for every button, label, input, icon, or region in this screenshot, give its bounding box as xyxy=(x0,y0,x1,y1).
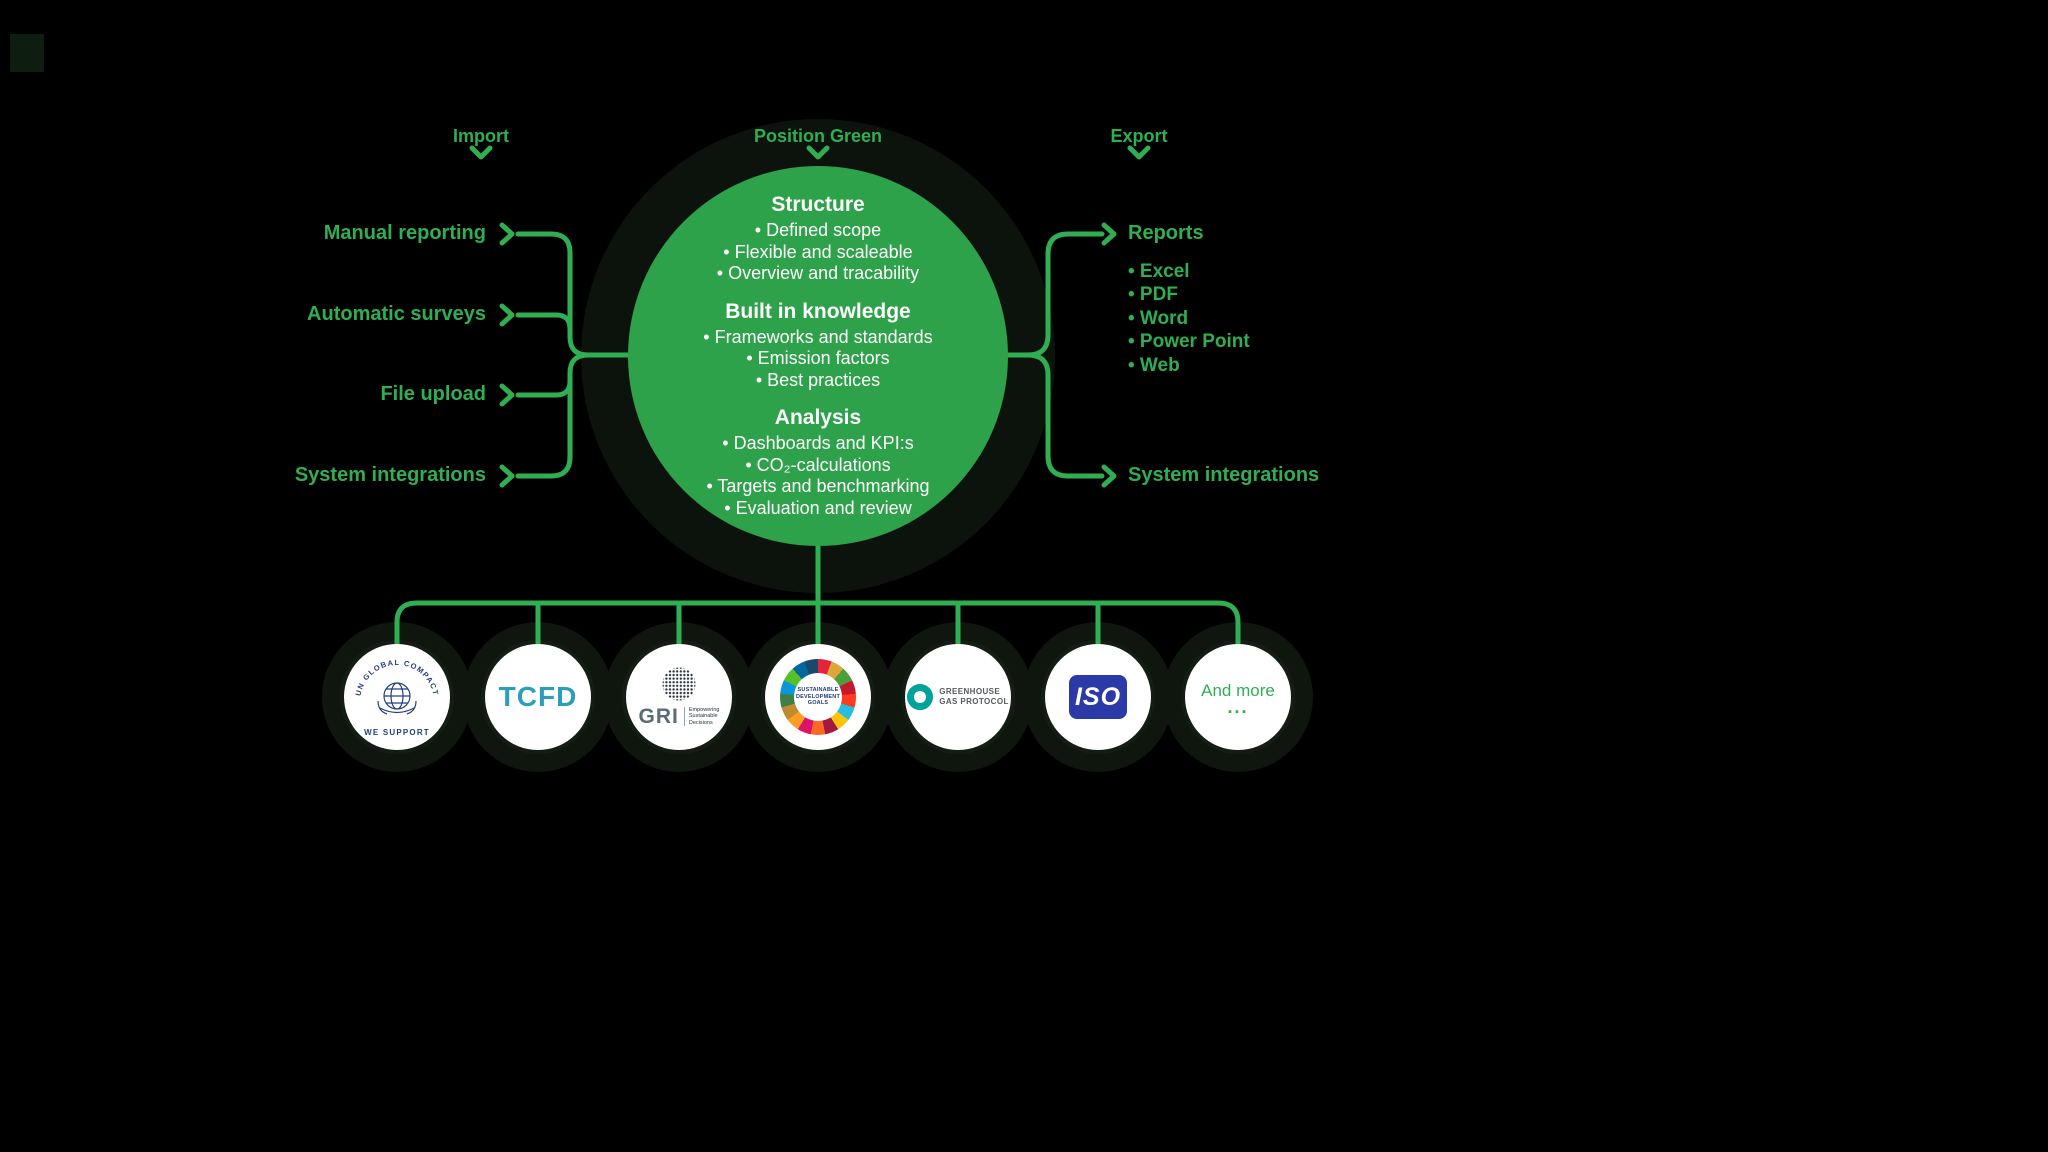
section-bullet: • Evaluation and review xyxy=(724,497,912,518)
partner-and-more: And more ... xyxy=(1185,644,1291,750)
section-bullet: • Defined scope xyxy=(754,220,882,240)
import-connector xyxy=(515,231,645,358)
section-title: Structure xyxy=(771,193,865,216)
and-more-text: And more xyxy=(1201,681,1275,700)
section-bullet: • Emission factors xyxy=(746,348,890,368)
partners-connector xyxy=(394,600,1241,648)
import-connector xyxy=(515,378,573,398)
ghg-line: GREENHOUSE xyxy=(939,687,1001,696)
gri-logo-text: GRI xyxy=(638,704,679,728)
export-item-system-integrations: System integrations xyxy=(1128,464,1320,486)
sdg-center-text: GOALS xyxy=(807,700,829,707)
export-item-reports: Reports xyxy=(1128,222,1204,244)
svg-text:UN GLOBAL COMPACT: UN GLOBAL COMPACT xyxy=(354,658,441,697)
import-item-system-integrations: System integrations xyxy=(294,464,486,486)
section-bullet: • CO₂-calculations xyxy=(745,454,891,475)
import-item-file-upload: File upload xyxy=(380,383,486,405)
position-green-label: Position Green xyxy=(753,126,883,146)
partner-iso: ISO xyxy=(1045,644,1151,750)
section-bullet: • Overview and tracability xyxy=(716,263,920,283)
export-format: • PDF xyxy=(1128,284,1178,306)
tcfd-logo-text: TCFD xyxy=(498,681,578,712)
iso-badge: ISO xyxy=(1069,675,1127,719)
export-format: • Word xyxy=(1128,307,1189,329)
section-analysis: Analysis • Dashboards and KPI:s • CO₂-ca… xyxy=(706,406,929,519)
import-chevron-icon xyxy=(469,145,493,160)
export-label: Export xyxy=(1110,126,1168,146)
arrow-right-icon xyxy=(499,464,515,488)
import-label: Import xyxy=(453,126,509,146)
arrow-right-icon xyxy=(1101,222,1117,246)
export-format: • Excel xyxy=(1128,261,1190,282)
section-bullet: • Frameworks and standards xyxy=(703,326,933,347)
import-item-automatic-surveys: Automatic surveys xyxy=(307,303,486,325)
export-chevron-icon xyxy=(1127,145,1151,160)
platform-circle: Structure • Defined scope • Flexible and… xyxy=(628,166,1008,546)
partner-un-global-compact: UN GLOBAL COMPACT WE SUPPORT xyxy=(344,644,450,750)
iso-logo-text: ISO xyxy=(1074,682,1122,711)
export-format: • Power Point xyxy=(1128,331,1250,353)
section-built-in-knowledge: Built in knowledge • Frameworks and stan… xyxy=(703,300,932,392)
partner-tcfd: TCFD xyxy=(485,644,591,750)
gri-tagline-line: Decisions xyxy=(688,719,713,726)
partner-gri: GRI Empowering Sustainable Decisions xyxy=(626,644,732,750)
arrow-right-icon xyxy=(1101,464,1117,488)
section-title: Analysis xyxy=(774,406,862,429)
partner-ghg-protocol: GREENHOUSE GAS PROTOCOL xyxy=(905,644,1011,750)
section-bullet: • Targets and benchmarking xyxy=(706,476,930,496)
export-connector xyxy=(997,231,1105,358)
un-bottom-text: WE SUPPORT xyxy=(364,728,430,737)
gri-tagline-line: Sustainable xyxy=(688,713,718,720)
export-format: • Web xyxy=(1128,354,1180,376)
arrow-right-icon xyxy=(499,222,515,246)
import-connector xyxy=(515,312,573,332)
un-global-compact-icon: UN GLOBAL COMPACT WE SUPPORT xyxy=(354,658,441,737)
import-item-manual-reporting: Manual reporting xyxy=(323,222,486,244)
import-connector xyxy=(515,352,591,479)
section-bullet: • Best practices xyxy=(755,369,881,390)
export-connector xyxy=(997,352,1105,479)
ghg-circle-icon xyxy=(907,684,934,710)
gri-tagline-line: Empowering xyxy=(688,706,720,713)
position-green-chevron-icon xyxy=(806,145,830,160)
ghg-logo-text: GREENHOUSE GAS PROTOCOL xyxy=(939,687,1009,707)
export-format-list: • Excel • PDF • Word • Power Point • Web xyxy=(1128,260,1250,377)
arrow-right-icon xyxy=(499,303,515,327)
sdg-center-text: DEVELOPMENT xyxy=(795,693,841,700)
un-arc-text: UN GLOBAL COMPACT xyxy=(354,658,440,697)
section-title: Built in knowledge xyxy=(725,299,911,323)
section-bullet: • Flexible and scaleable xyxy=(723,241,913,262)
partner-sdg: SUSTAINABLE DEVELOPMENT GOALS xyxy=(765,644,871,750)
corner-mark xyxy=(10,34,44,72)
sdg-center-text: SUSTAINABLE xyxy=(797,687,839,694)
section-bullet: • Dashboards and KPI:s xyxy=(722,433,914,453)
gri-tagline: Empowering Sustainable Decisions xyxy=(683,706,720,727)
sdg-wheel-icon: SUSTAINABLE DEVELOPMENT GOALS xyxy=(780,659,856,735)
arrow-right-icon xyxy=(499,383,515,407)
section-structure: Structure • Defined scope • Flexible and… xyxy=(717,193,919,285)
ghg-line: GAS PROTOCOL xyxy=(939,697,1009,706)
ellipsis-text: ... xyxy=(1227,697,1249,717)
gri-globe-icon xyxy=(662,667,696,700)
